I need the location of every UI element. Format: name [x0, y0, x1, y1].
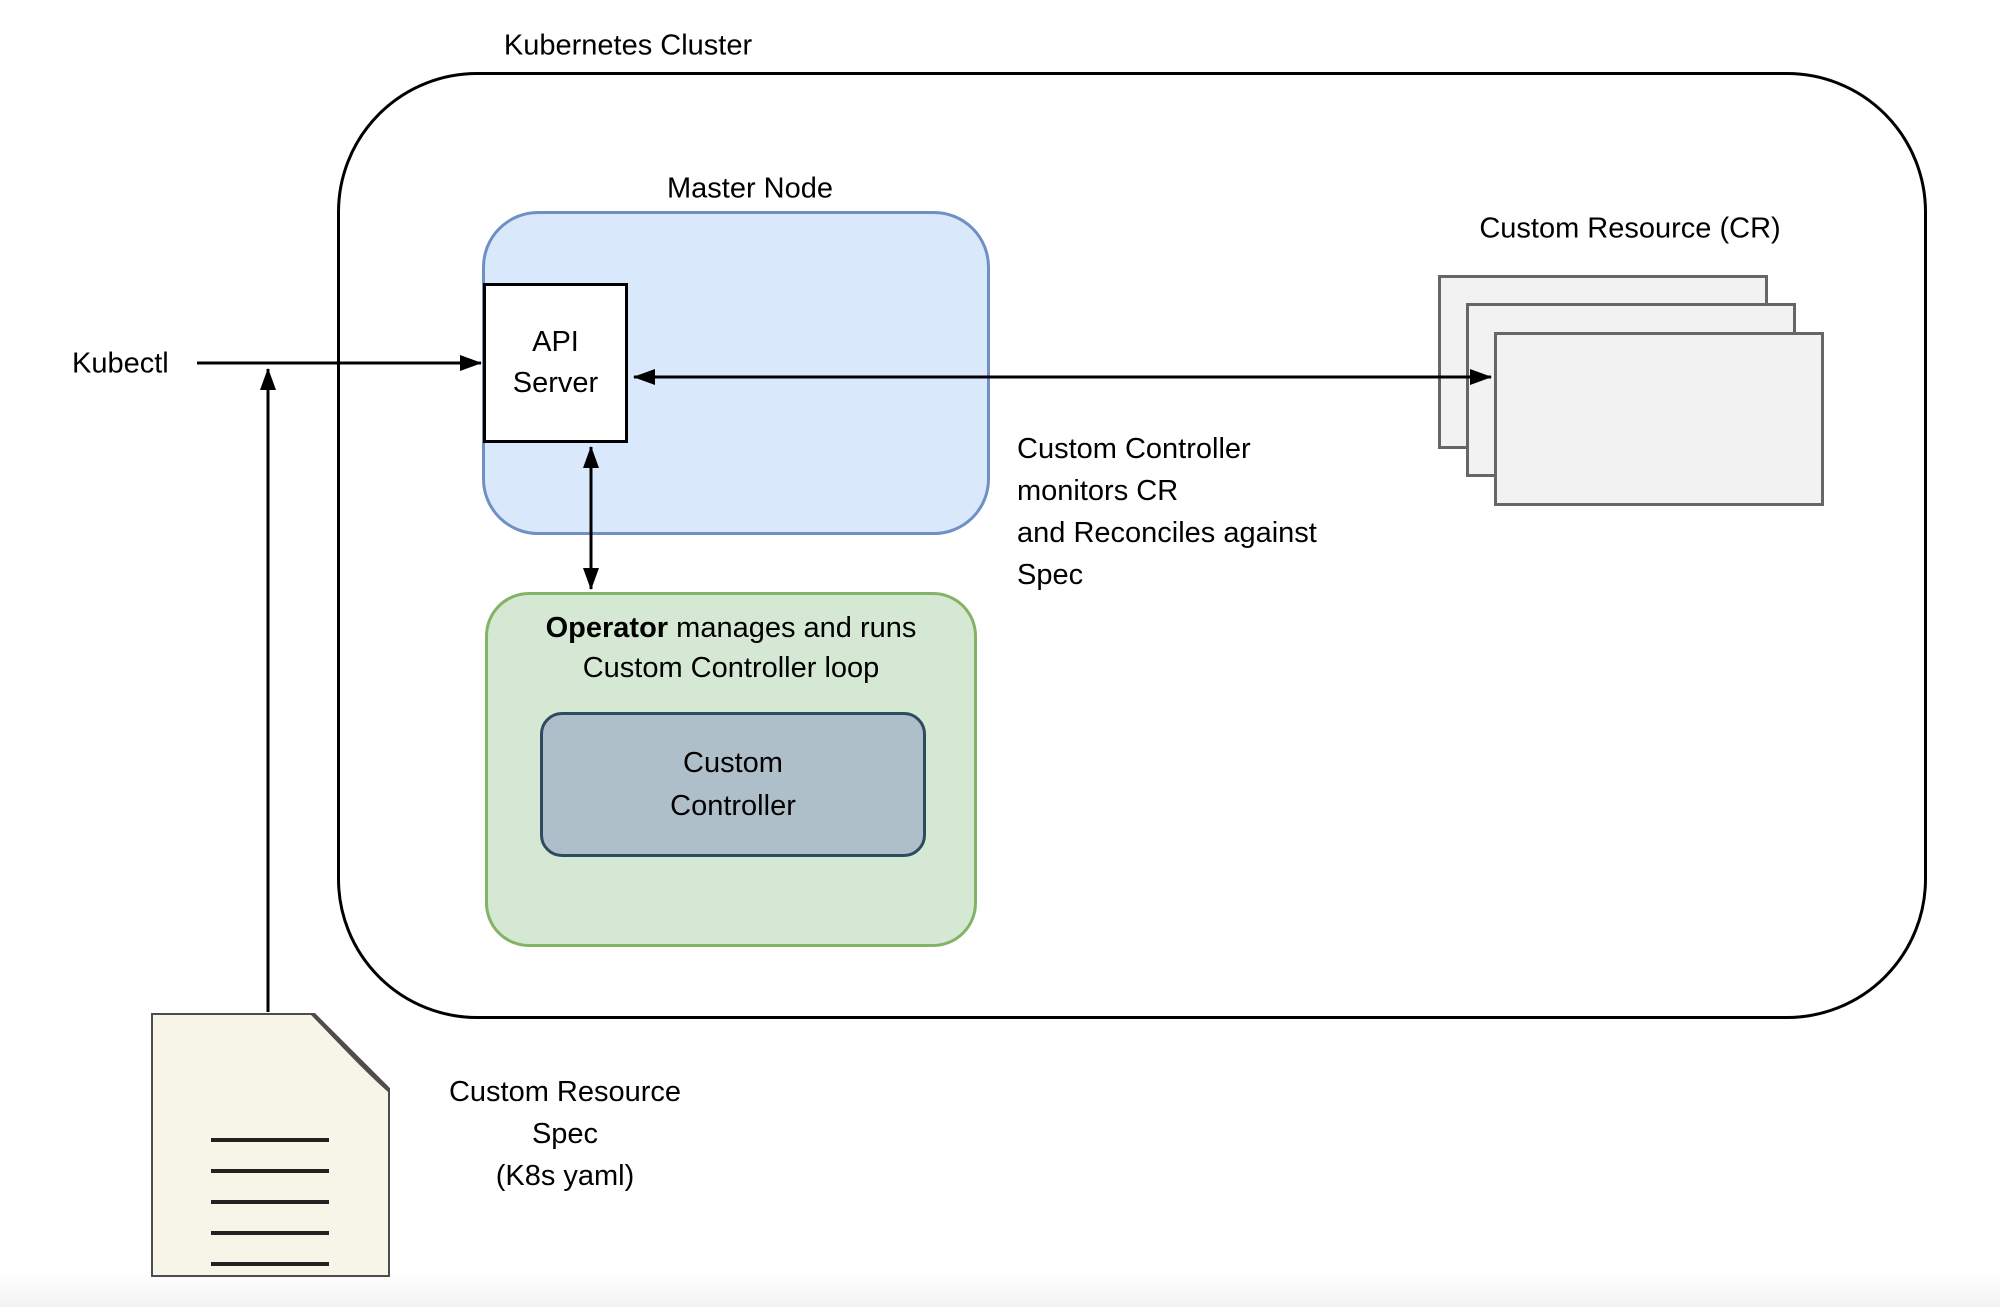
monitor-note-text: Custom Controller monitors CR and Reconc…	[1017, 433, 1317, 592]
document-text-lines	[211, 1138, 329, 1266]
api-server-box: API Server	[483, 283, 628, 443]
document-outline	[151, 1013, 390, 1277]
custom-controller-label: Custom Controller	[670, 747, 796, 822]
operator-caption-line2: Custom Controller loop	[582, 652, 880, 684]
kubectl-label: Kubectl	[72, 347, 169, 380]
yaml-document-icon	[151, 1013, 390, 1277]
api-server-label: API Server	[512, 325, 599, 399]
kubernetes-cluster-title: Kubernetes Cluster	[503, 29, 753, 62]
operator-caption-rest: manages and runs	[668, 611, 917, 644]
document-fold	[310, 1013, 390, 1093]
kubernetes-cluster-boundary	[337, 72, 1927, 1019]
spec-caption: Custom Resource Spec (K8s yaml)	[448, 1075, 682, 1193]
master-node-title: Master Node	[666, 172, 834, 205]
custom-resource-title: Custom Resource (CR)	[1479, 212, 1781, 245]
custom-controller-box: Custom Controller	[540, 712, 926, 857]
custom-resource-card-front	[1494, 332, 1824, 506]
operator-caption-bold: Operator	[545, 611, 669, 644]
